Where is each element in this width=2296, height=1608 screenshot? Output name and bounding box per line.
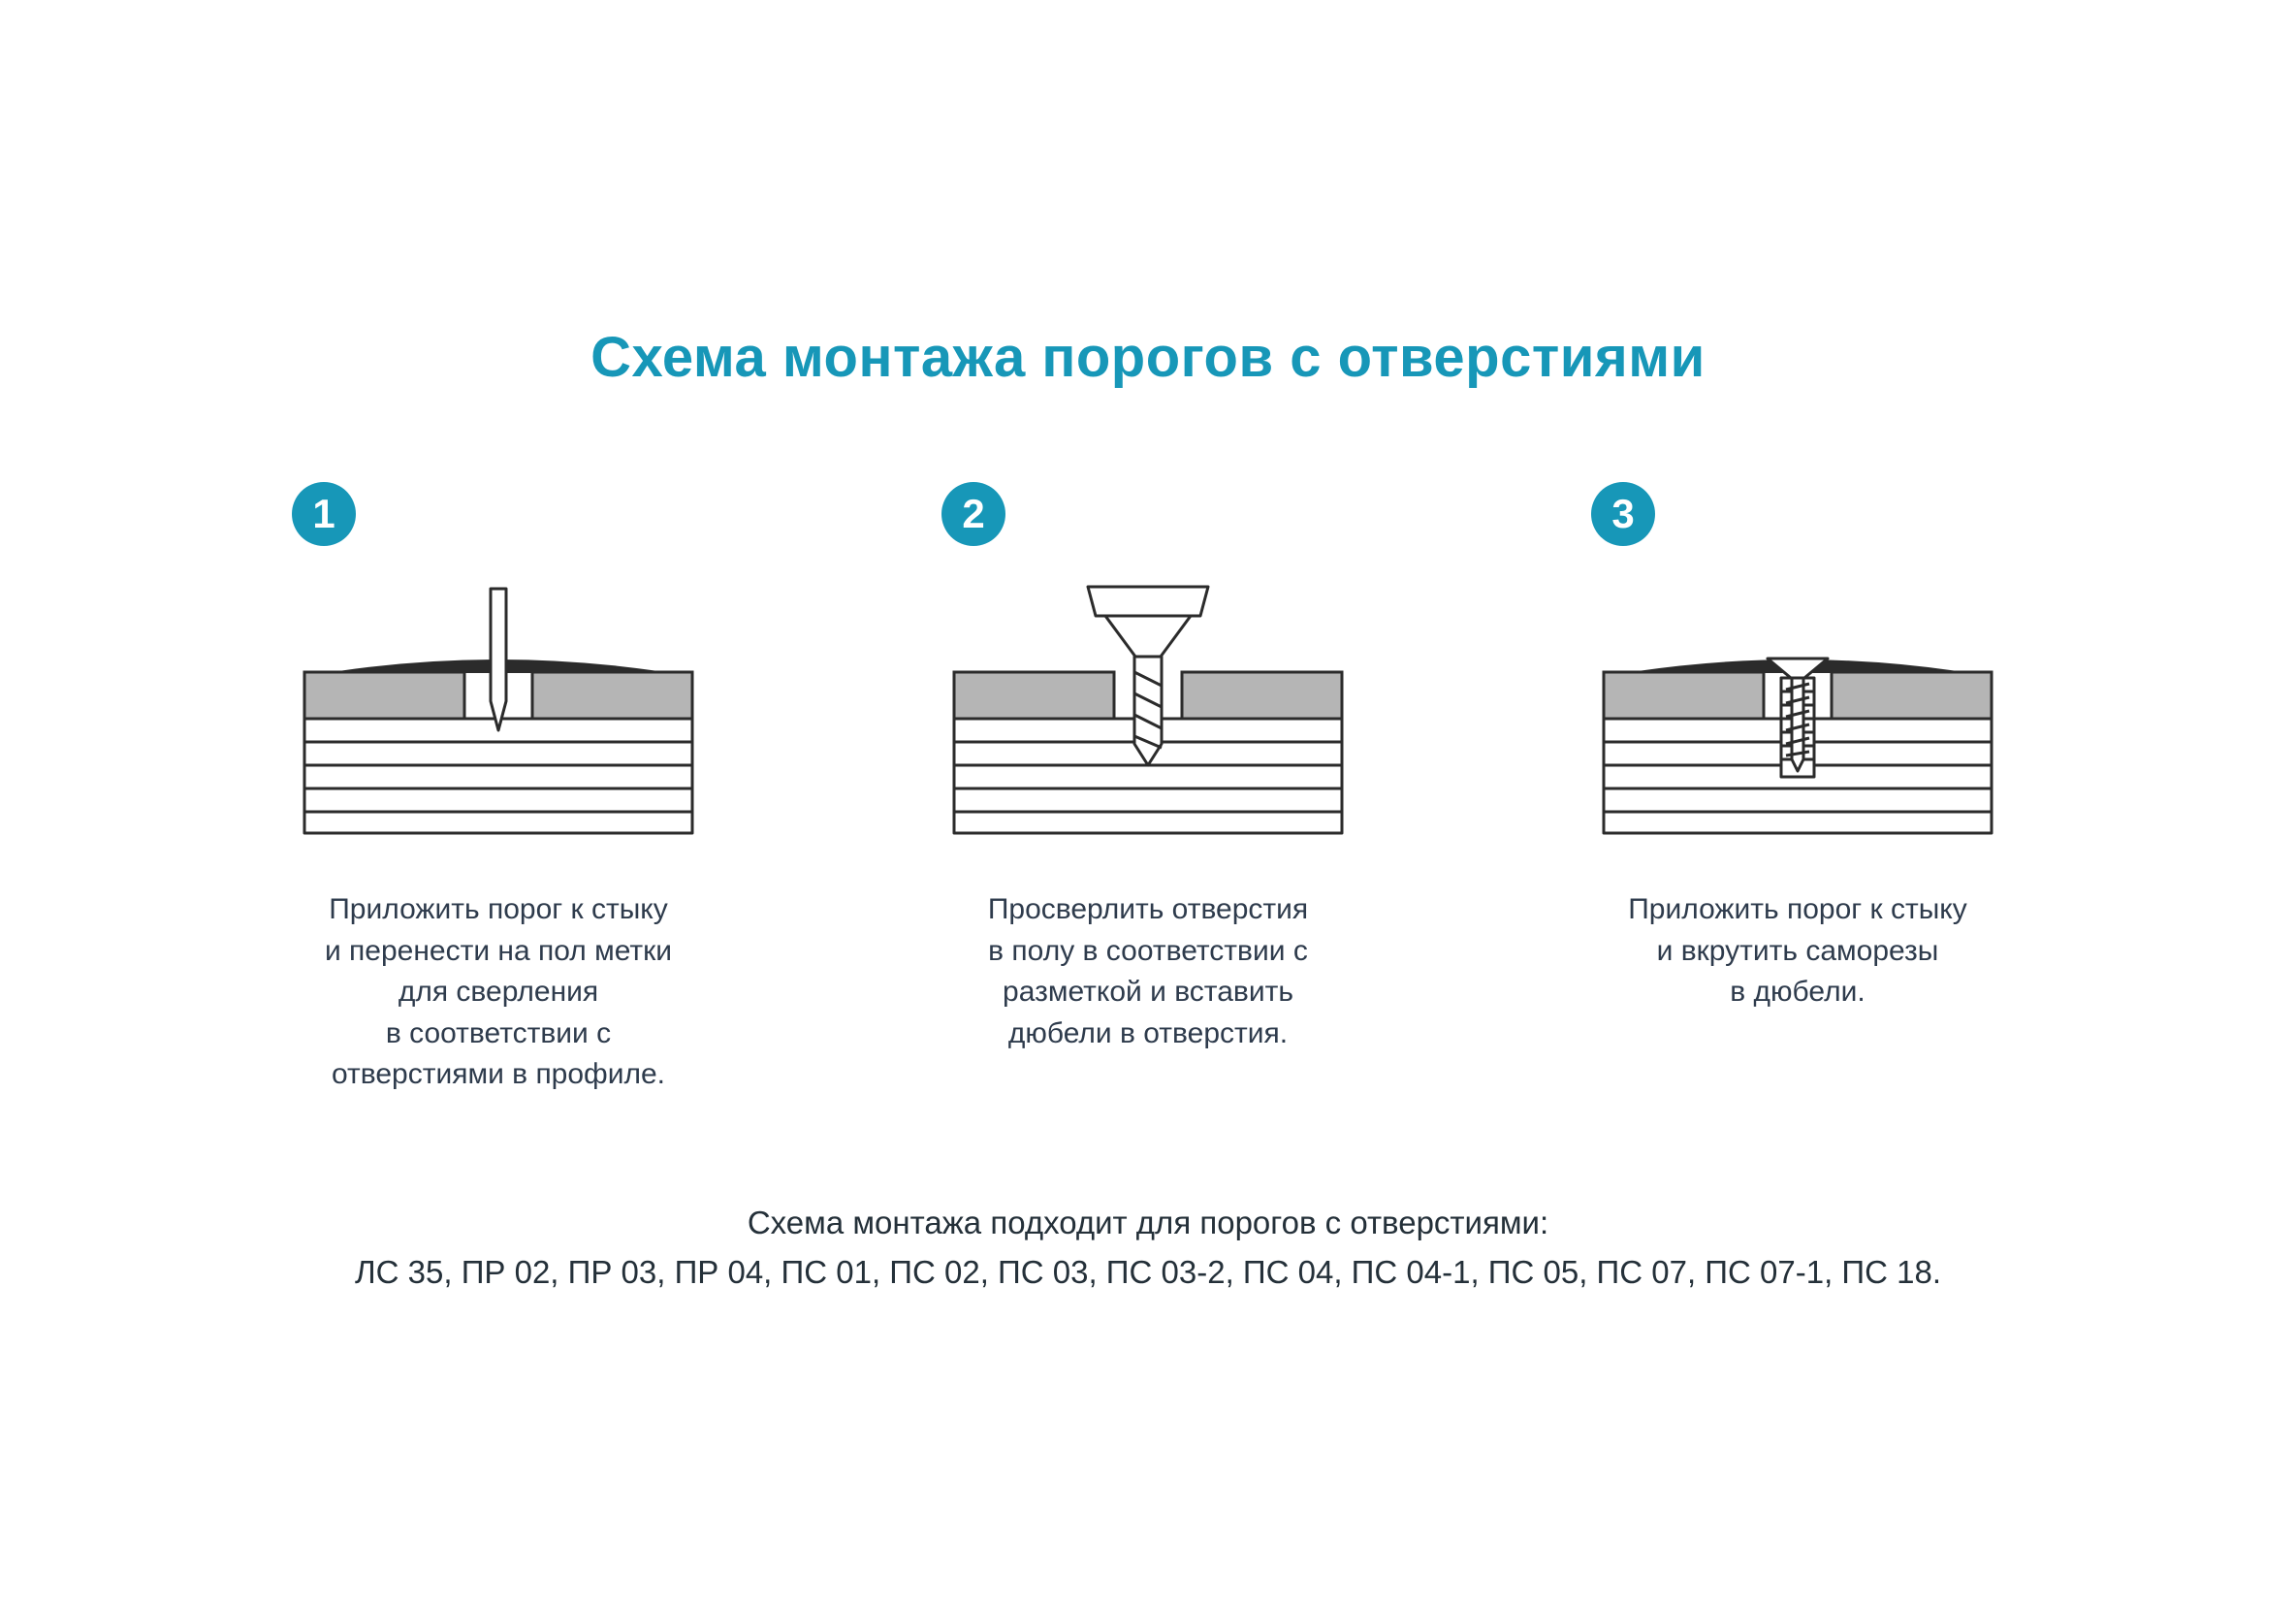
step-2-caption: Просверлить отверстия в полу в соответст… (987, 893, 1309, 1049)
drill-icon (1086, 585, 1210, 767)
step-2-number-badge: 2 (941, 482, 1005, 546)
step-3-caption: Приложить порог к стыку и вкрутить самор… (1628, 893, 1967, 1009)
page-title: Схема монтажа порогов с отверстиями (590, 326, 1706, 389)
step-2-drilling-diagram (952, 585, 1344, 835)
step-3-screwing-diagram (1602, 657, 1993, 835)
footer-note: Схема монтажа подходит для порогов с отв… (0, 1198, 2296, 1297)
installation-scheme-page: Схема монтажа порогов с отверстиями 1 Пр… (0, 326, 2296, 1297)
screw-icon (1766, 657, 1830, 773)
step-1-number-badge: 1 (292, 482, 356, 546)
footer-line-1: Схема монтажа подходит для порогов с отв… (747, 1204, 1549, 1240)
floor-cross-section (303, 670, 694, 835)
step-3-number-badge: 3 (1591, 482, 1655, 546)
step-3: 3 (1570, 482, 2025, 1096)
marking-awl-icon (489, 587, 508, 732)
step-1-caption: Приложить порог к стыку и перенести на п… (324, 893, 673, 1091)
steps-row: 1 Приложить порог к стыку и перенести на… (0, 482, 2296, 1096)
step-1: 1 Приложить порог к стыку и перенести на… (271, 482, 726, 1096)
footer-line-2: ЛС 35, ПР 02, ПР 03, ПР 04, ПС 01, ПС 02… (355, 1254, 1941, 1291)
step-1-marking-diagram (303, 587, 694, 835)
step-2: 2 (920, 482, 1376, 1096)
